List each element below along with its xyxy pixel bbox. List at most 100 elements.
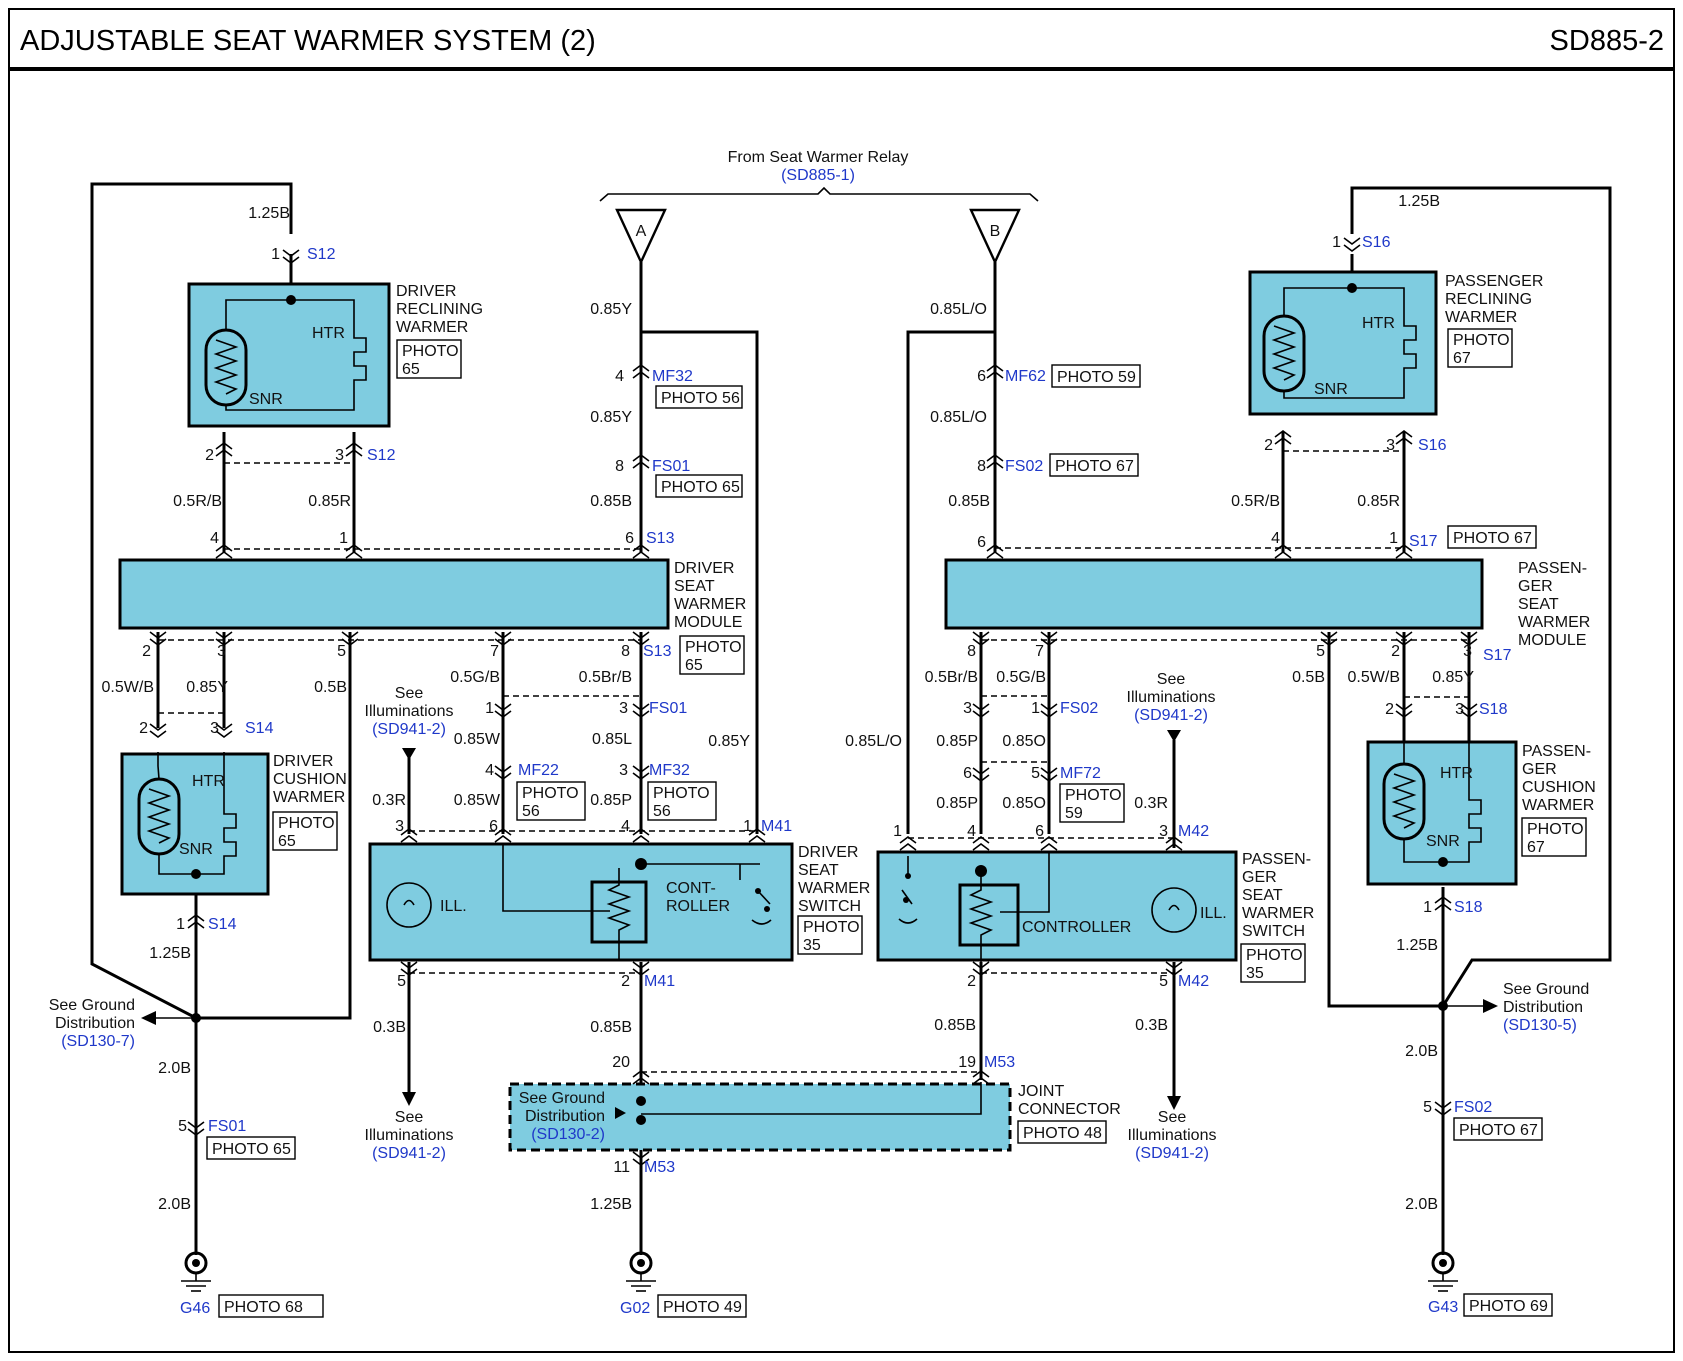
svg-text:FS01: FS01 <box>652 458 690 475</box>
driver-cushion-heater-icon <box>157 752 237 875</box>
svg-text:3: 3 <box>1463 643 1472 660</box>
driver-reclining-warmer[interactable] <box>187 282 391 428</box>
svg-text:S16: S16 <box>1362 234 1391 251</box>
driver-module-name-4: MODULE <box>674 614 742 631</box>
svg-text:M53: M53 <box>984 1054 1015 1071</box>
svg-text:20: 20 <box>612 1054 630 1071</box>
svg-text:5: 5 <box>337 643 346 660</box>
svg-text:M42: M42 <box>1178 973 1209 990</box>
svg-text:PHOTO 65: PHOTO 65 <box>212 1141 291 1158</box>
driver-cushion-snr: SNR <box>179 841 213 858</box>
svg-text:56: 56 <box>653 803 671 820</box>
svg-text:(SD941-2): (SD941-2) <box>1135 1145 1209 1162</box>
labels: DRIVER RECLINING WARMER DRIVER SEAT WARM… <box>49 193 1596 1316</box>
svg-text:PHOTO 67: PHOTO 67 <box>1453 530 1532 547</box>
svg-text:PHOTO: PHOTO <box>402 343 459 360</box>
svg-text:0.85W: 0.85W <box>454 792 501 809</box>
diagram-title: ADJUSTABLE SEAT WARMER SYSTEM (2) <box>20 25 596 57</box>
flag-a <box>615 208 667 265</box>
svg-text:M41: M41 <box>761 818 792 835</box>
svg-text:Illuminations: Illuminations <box>1128 1127 1217 1144</box>
svg-text:0.5Br/B: 0.5Br/B <box>925 669 978 686</box>
driver-reclining-name-1: DRIVER <box>396 283 456 300</box>
svg-text:(SD941-2): (SD941-2) <box>1134 707 1208 724</box>
svg-text:FS02: FS02 <box>1060 700 1098 717</box>
svg-text:1: 1 <box>743 818 752 835</box>
svg-text:MF72: MF72 <box>1060 765 1101 782</box>
svg-text:0.85R: 0.85R <box>1357 493 1400 510</box>
svg-text:0.85Y: 0.85Y <box>186 679 228 696</box>
connector-ids[interactable]: S12 S12 S13 MF32 FS01 S13 S14 FS01 MF22 … <box>180 234 1512 1317</box>
svg-text:6: 6 <box>977 368 986 385</box>
svg-text:2: 2 <box>1264 437 1273 454</box>
pass-switch-name-1: PASSEN- <box>1242 851 1311 868</box>
driver-switch-name-2: SEAT <box>798 862 839 879</box>
pass-cushion-name-4: WARMER <box>1522 797 1594 814</box>
driver-reclining-resistor-icon <box>213 339 239 395</box>
svg-text:Distribution: Distribution <box>525 1108 605 1125</box>
svg-text:1: 1 <box>176 916 185 933</box>
svg-text:G43: G43 <box>1428 1299 1458 1316</box>
svg-text:PHOTO 68: PHOTO 68 <box>224 1299 303 1316</box>
svg-text:6: 6 <box>1035 823 1044 840</box>
svg-text:PHOTO: PHOTO <box>803 919 860 936</box>
svg-text:(SD941-2): (SD941-2) <box>372 1145 446 1162</box>
svg-text:0.5B: 0.5B <box>1292 669 1325 686</box>
ground-symbol-g46 <box>181 1251 211 1292</box>
pass-module-name-4: WARMER <box>1518 614 1590 631</box>
svg-text:6: 6 <box>625 530 634 547</box>
driver-switch-name-3: WARMER <box>798 880 870 897</box>
passenger-seat-warmer-switch[interactable] <box>876 850 1238 962</box>
svg-text:0.3R: 0.3R <box>372 792 406 809</box>
passenger-cushion-resistor-icon <box>1391 773 1417 829</box>
driver-seat-warmer-module[interactable] <box>118 558 670 630</box>
svg-text:3: 3 <box>210 720 219 737</box>
svg-text:S14: S14 <box>208 916 237 933</box>
svg-text:0.85W: 0.85W <box>454 731 501 748</box>
svg-text:1: 1 <box>339 530 348 547</box>
joint-connector[interactable] <box>508 1082 1012 1152</box>
svg-text:0.3B: 0.3B <box>1135 1017 1168 1034</box>
svg-text:5: 5 <box>1159 973 1168 990</box>
svg-text:PHOTO 56: PHOTO 56 <box>661 390 740 407</box>
svg-text:3: 3 <box>395 818 404 835</box>
passenger-seat-warmer-module[interactable] <box>944 558 1484 630</box>
ill-arrow-driver-down <box>402 1092 416 1106</box>
svg-text:0.5G/B: 0.5G/B <box>996 669 1046 686</box>
svg-text:65: 65 <box>685 657 703 674</box>
diagram-code: SD885-2 <box>1550 25 1664 57</box>
svg-text:PHOTO: PHOTO <box>1065 787 1122 804</box>
svg-text:S16: S16 <box>1418 437 1447 454</box>
svg-text:1.25B: 1.25B <box>1398 193 1440 210</box>
pass-switch-name-4: WARMER <box>1242 905 1314 922</box>
driver-cushion-resistor-icon <box>146 788 172 844</box>
svg-text:0.85B: 0.85B <box>934 1017 976 1034</box>
svg-text:65: 65 <box>402 361 420 378</box>
pass-cushion-name-2: GER <box>1522 761 1557 778</box>
pass-reclining-name-3: WARMER <box>1445 309 1517 326</box>
svg-text:M42: M42 <box>1178 823 1209 840</box>
svg-text:2.0B: 2.0B <box>1405 1196 1438 1213</box>
svg-text:5: 5 <box>397 973 406 990</box>
svg-text:FS02: FS02 <box>1005 458 1043 475</box>
pass-switch-name-3: SEAT <box>1242 887 1283 904</box>
svg-text:5: 5 <box>178 1118 187 1135</box>
driver-reclining-snr: SNR <box>249 391 283 408</box>
relay-ref-link[interactable]: (SD885-1) <box>781 167 855 184</box>
svg-text:1: 1 <box>1332 234 1341 251</box>
photo-boxes <box>206 328 1587 1318</box>
svg-text:0.3R: 0.3R <box>1134 795 1168 812</box>
svg-text:MF32: MF32 <box>649 762 690 779</box>
svg-text:0.85B: 0.85B <box>590 1019 632 1036</box>
svg-text:8: 8 <box>621 643 630 660</box>
svg-text:(SD130-5): (SD130-5) <box>1503 1017 1577 1034</box>
svg-text:See: See <box>395 1109 424 1126</box>
svg-text:1: 1 <box>1423 899 1432 916</box>
svg-text:See Ground: See Ground <box>1503 981 1589 998</box>
svg-text:65: 65 <box>278 833 296 850</box>
driver-module-name-3: WARMER <box>674 596 746 613</box>
svg-text:5: 5 <box>1423 1099 1432 1116</box>
svg-text:Illuminations: Illuminations <box>365 703 454 720</box>
page-frame <box>8 8 1675 1353</box>
joint-name-2: CONNECTOR <box>1018 1101 1121 1118</box>
